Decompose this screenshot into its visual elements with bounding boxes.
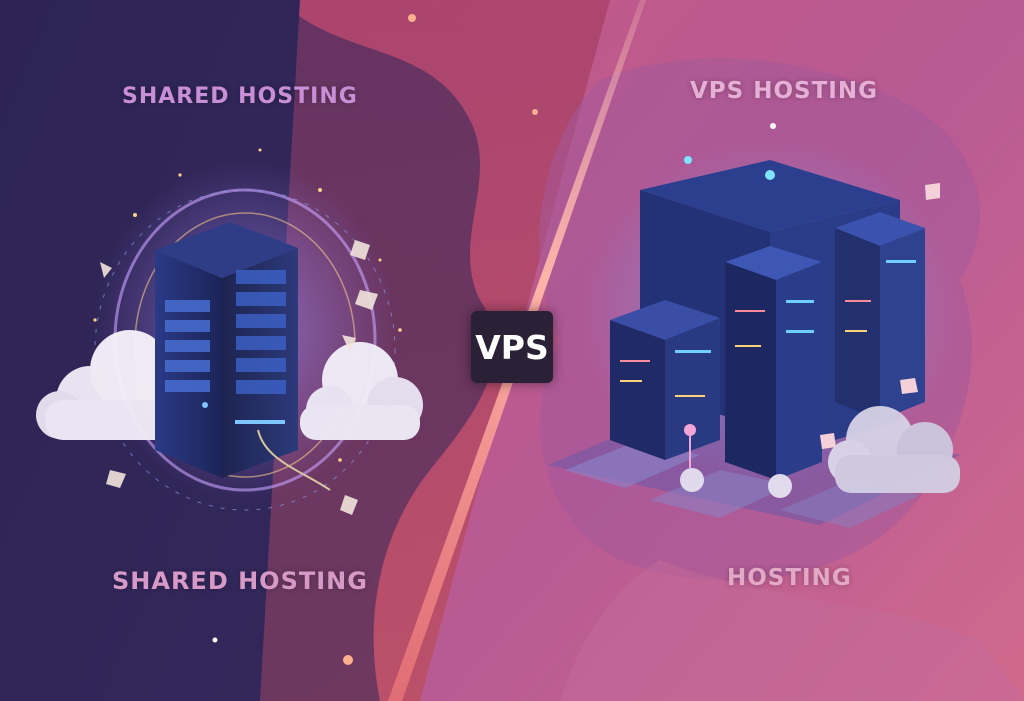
floating-papers (100, 240, 378, 515)
sparkle-particles (93, 148, 402, 462)
left-top-title: SHARED HOSTING (122, 84, 358, 109)
floating-papers-right (820, 183, 940, 449)
orbit-ring-3 (94, 189, 396, 511)
server-cluster-icon (610, 123, 925, 480)
pin-icon (684, 424, 696, 436)
right-blob-2 (560, 560, 1024, 701)
left-bottom-title: SHARED HOSTING (112, 567, 368, 595)
glow-stars (212, 14, 538, 665)
cloud-icon-right (680, 406, 960, 498)
vps-badge-label: VPS (475, 327, 549, 367)
server-rack-icon (155, 222, 331, 491)
right-bottom-title: HOSTING (727, 565, 852, 591)
vps-badge: VPS (471, 311, 553, 383)
right-top-title: VPS HOSTING (690, 78, 878, 104)
